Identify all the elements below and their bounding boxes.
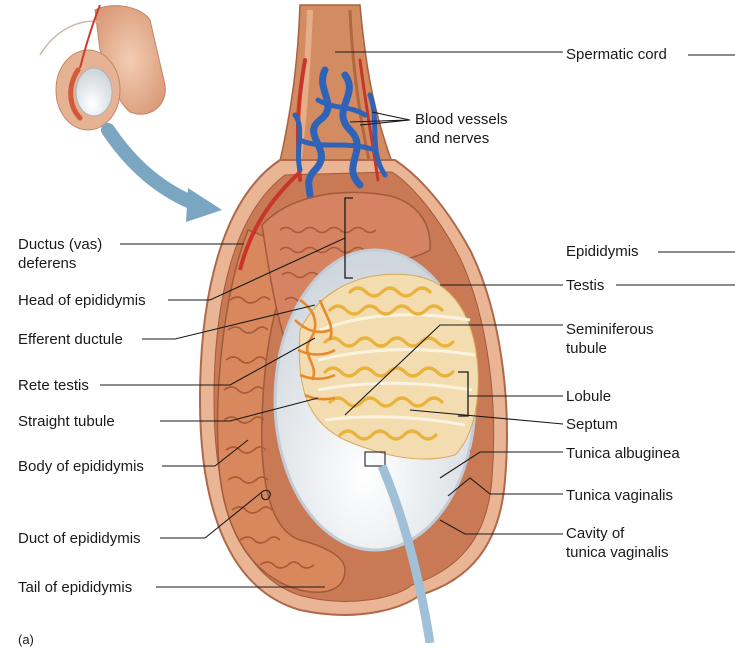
- leader-tunica-albuginea: [439, 451, 563, 479]
- leader-body-of-epididymis: [162, 439, 249, 467]
- label-tunica-albuginea: Tunica albuginea: [566, 445, 680, 462]
- label-duct-of-epididymis: Duct of epididymis: [18, 530, 141, 547]
- label-ductus-deferens: Ductus (vas) deferens: [18, 236, 103, 272]
- thumbnail-vas-deferens: [79, 4, 101, 69]
- leader-blood-vessels: [349, 111, 411, 126]
- thumbnail-epididymis: [68, 67, 83, 121]
- magnification-arrow: [377, 464, 435, 643]
- bracket-lobule: [458, 371, 469, 417]
- leader-straight-tubule: [160, 397, 319, 422]
- duct-of-epididymis-coils: [223, 296, 315, 569]
- label-lobule: Lobule: [566, 388, 612, 405]
- leader-head-of-epididymis: [168, 237, 346, 301]
- label-efferent-ductule: Efferent ductule: [18, 331, 123, 348]
- magnification-box: [364, 451, 386, 467]
- ductus-deferens: [238, 170, 302, 271]
- label-cavity-of-tunica-vaginalis: Cavity of tunica vaginalis: [566, 525, 669, 561]
- label-head-of-epididymis: Head of epididymis: [18, 292, 146, 309]
- thumbnail-testis: [75, 67, 113, 117]
- rete-testis-network: [294, 298, 336, 401]
- leader-septum: [409, 409, 564, 425]
- testis-lobules-region: [298, 273, 479, 460]
- label-tunica-vaginalis: Tunica vaginalis: [566, 487, 673, 504]
- label-septum: Septum: [566, 416, 618, 433]
- leader-rete-testis: [100, 337, 316, 386]
- label-epididymis: Epididymis: [566, 243, 639, 260]
- leader-lines: [100, 51, 735, 588]
- label-spermatic-cord: Spermatic cord: [566, 46, 667, 63]
- label-body-of-epididymis: Body of epididymis: [18, 458, 144, 475]
- label-seminiferous-tubule: Seminiferous tubule: [566, 321, 654, 357]
- head-coils: [279, 226, 377, 304]
- orientation-thumbnail: [39, 4, 166, 131]
- panel-letter: (a): [18, 632, 34, 647]
- tunica-vaginalis-line: [359, 449, 480, 580]
- leader-cavity-tunica: [439, 519, 563, 535]
- leader-seminiferous: [344, 324, 563, 416]
- label-blood-vessels-and-nerves: Blood vessels and nerves: [415, 111, 508, 147]
- duct-marker-loop: [259, 489, 271, 501]
- leader-duct-of-epididymis: [160, 491, 263, 539]
- label-tail-of-epididymis: Tail of epididymis: [18, 579, 133, 596]
- seminiferous-tubules: [323, 286, 455, 441]
- leader-tunica-vaginalis: [447, 477, 563, 497]
- zoom-arrow: [101, 123, 222, 222]
- septa: [317, 313, 476, 427]
- leader-efferent-ductule: [142, 304, 316, 340]
- blood-vessels-network: [292, 58, 388, 199]
- label-testis: Testis: [566, 277, 605, 294]
- label-straight-tubule: Straight tubule: [18, 413, 115, 430]
- label-rete-testis: Rete testis: [18, 377, 89, 394]
